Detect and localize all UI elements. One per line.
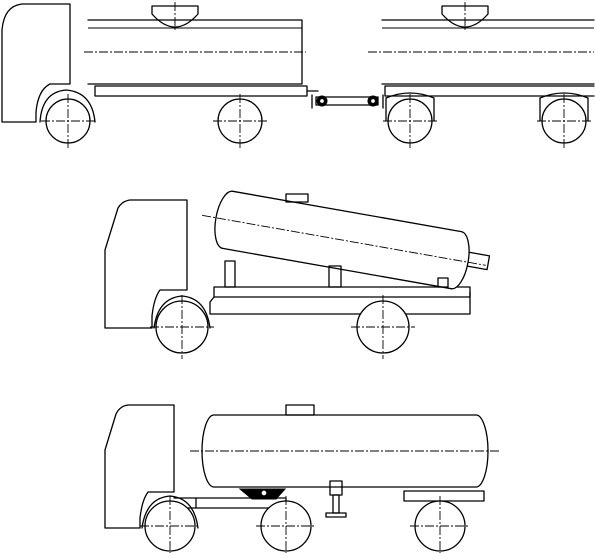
wheel-p1-2: [213, 94, 267, 148]
truck-tank-hatch: [151, 5, 199, 28]
semitrailer-frame-2: [209, 286, 471, 315]
truck-cab: [1, 3, 96, 123]
wheel-p3-3: [410, 496, 470, 553]
tank-3: [190, 404, 500, 488]
truck-tank: [84, 2, 306, 85]
panel-tank-semitrailer-with-landing-gear: [104, 404, 500, 553]
tank-hatch-3: [285, 404, 315, 416]
wheel-p2-2: [351, 295, 415, 359]
truck-chassis: [94, 85, 319, 97]
tank-hatch-2: [285, 193, 309, 203]
panel-tilted-tank-semitrailer: [104, 190, 491, 359]
tilted-tank: [202, 190, 491, 290]
wheel-p3-2: [256, 496, 316, 553]
wheel-p1-4: [537, 92, 591, 148]
wheel-p2-1: [150, 295, 214, 359]
panel-truck-with-tank-trailer: [1, 2, 595, 148]
tank-supports-2: [224, 260, 449, 288]
trailer-tank: [368, 2, 595, 85]
wheel-p3-1: [140, 496, 200, 553]
coupling-frame-3: [173, 488, 287, 509]
wheel-p1-3: [383, 92, 437, 148]
trailer-tank-hatch: [441, 5, 489, 28]
drawbar-coupling: [311, 94, 384, 109]
trailer-chassis: [384, 85, 595, 97]
landing-gear: [325, 480, 347, 518]
semitrailer-frame-3: [403, 490, 485, 502]
wheel-p1-1: [41, 94, 95, 148]
